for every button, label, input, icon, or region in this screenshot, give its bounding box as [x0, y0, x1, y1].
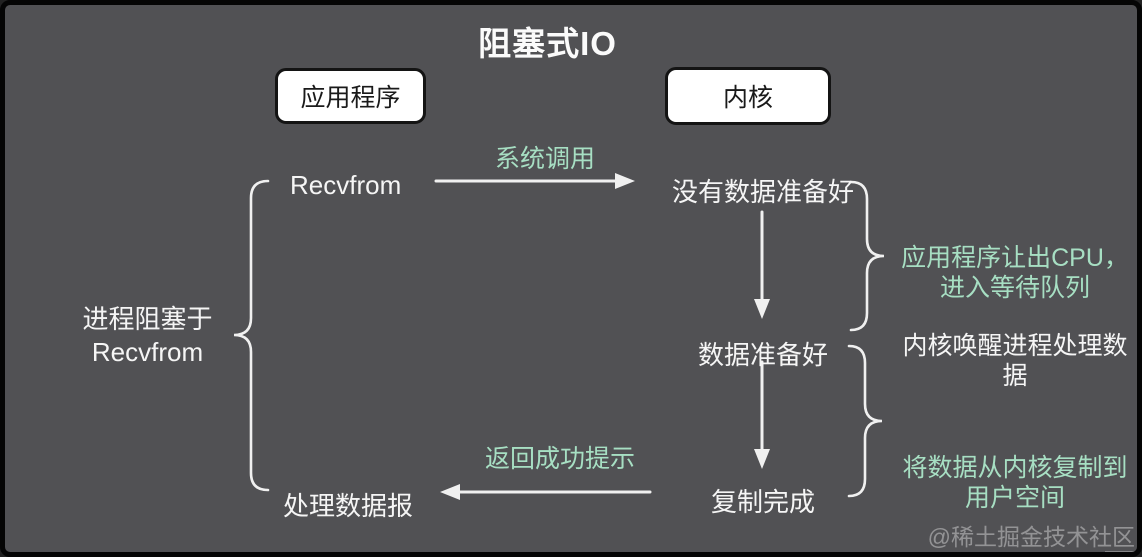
annotation-yield-cpu: 应用程序让出CPU， 进入等待队列 — [901, 244, 1129, 302]
annotation-kernel-wake: 内核唤醒进程处理数 据 — [902, 332, 1128, 390]
copy-arrowhead — [754, 449, 770, 469]
node-process-datagram: 处理数据报 — [283, 491, 414, 521]
node-no-data-ready: 没有数据准备好 — [671, 177, 854, 207]
wait-arrowhead — [754, 299, 770, 319]
system-call-arrowhead — [615, 173, 635, 189]
label-return-success: 返回成功提示 — [484, 445, 635, 473]
label-system-call: 系统调用 — [494, 145, 595, 173]
node-copy-done: 复制完成 — [710, 487, 815, 517]
kernel-column-box: 内核 — [665, 67, 831, 125]
watermark: @稀土掘金技术社区 — [927, 524, 1135, 550]
diagram-title: 阻塞式IO — [478, 25, 617, 62]
blocked-brace — [233, 179, 270, 492]
application-column-box: 应用程序 — [275, 68, 426, 124]
annotation-blocked: 进程阻塞于 Recvfrom — [82, 304, 213, 367]
watermark-underline — [1105, 551, 1137, 552]
copy-to-user-brace — [847, 344, 883, 498]
node-recvfrom: Recvfrom — [290, 170, 402, 200]
node-data-ready: 数据准备好 — [697, 340, 828, 370]
yield-cpu-brace — [849, 180, 885, 332]
annotation-copy-to-user: 将数据从内核复制到 用户空间 — [902, 454, 1128, 512]
connector-layer — [233, 173, 885, 500]
return-arrowhead — [440, 484, 460, 500]
